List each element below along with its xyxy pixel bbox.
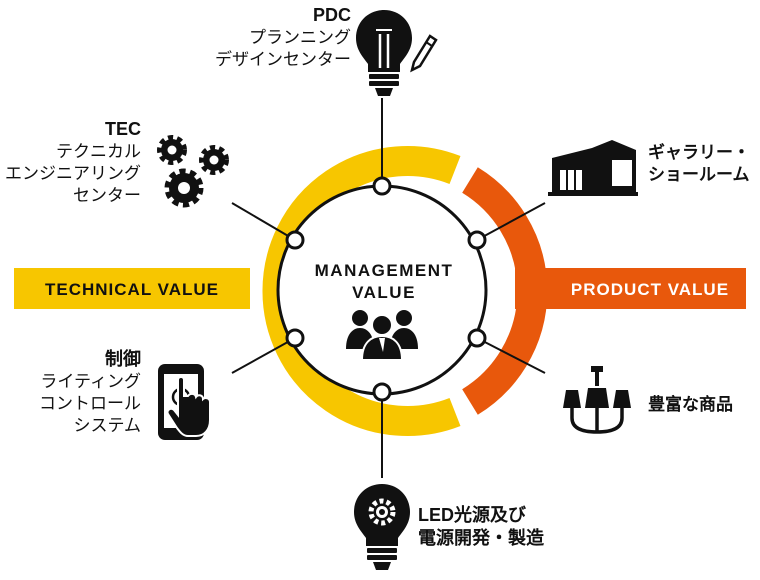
tec-line-2: エンジニアリング <box>5 163 141 183</box>
pdc-title: PDC <box>312 5 351 25</box>
tec-line-1: テクニカル <box>56 142 141 162</box>
node-dot-upper-right <box>467 230 487 250</box>
product-value-label: PRODUCT VALUE <box>571 280 729 299</box>
connector-lines <box>231 98 546 478</box>
control-title: 制御 <box>105 349 141 369</box>
node-dot-upper-left <box>285 230 305 250</box>
technical-value-bar <box>14 268 250 309</box>
led-line-1: LED光源及び <box>418 505 526 525</box>
tec-title: TEC <box>105 119 141 139</box>
pdc-label-block: PDC プランニング デザインセンター <box>215 4 351 71</box>
products-line-1: 豊富な商品 <box>648 395 733 414</box>
pdc-line-2: デザインセンター <box>215 49 351 69</box>
orange-ring-arc <box>461 167 548 415</box>
node-dot-top <box>372 176 392 196</box>
value-label: VALUE <box>352 283 416 302</box>
node-dot-lower-left <box>285 328 305 348</box>
control-line-2: コントロール <box>39 393 141 413</box>
node-dot-lower-right <box>467 328 487 348</box>
management-label: MANAGEMENT <box>315 261 454 280</box>
led-label-block: LED光源及び 電源開発・製造 <box>418 504 544 550</box>
tec-label-block: TEC テクニカル エンジニアリング センター <box>5 118 141 206</box>
people-group-icon <box>346 310 418 361</box>
building-icon <box>548 140 638 196</box>
lightbulb-pencil-icon <box>356 10 438 96</box>
pdc-line-1: プランニング <box>249 28 351 48</box>
gallery-line-2: ショールーム <box>648 164 750 184</box>
product-value-bar <box>515 268 746 309</box>
smartphone-touch-icon <box>158 364 211 440</box>
control-line-1: ライティング <box>40 372 141 392</box>
node-dot-bottom <box>372 382 392 402</box>
gallery-label-block: ギャラリー・ ショールーム <box>648 142 750 186</box>
lightbulb-gear-icon <box>354 484 410 570</box>
gears-icon <box>157 135 229 208</box>
control-label-block: 制御 ライティング コントロール システム <box>39 348 141 436</box>
products-label-block: 豊富な商品 <box>648 394 733 416</box>
tec-line-3: センター <box>73 185 141 205</box>
technical-value-label: TECHNICAL VALUE <box>45 280 219 299</box>
control-line-3: システム <box>73 415 142 435</box>
led-line-2: 電源開発・製造 <box>418 528 544 549</box>
chandelier-icon <box>563 366 631 434</box>
gallery-line-1: ギャラリー・ <box>648 143 750 162</box>
